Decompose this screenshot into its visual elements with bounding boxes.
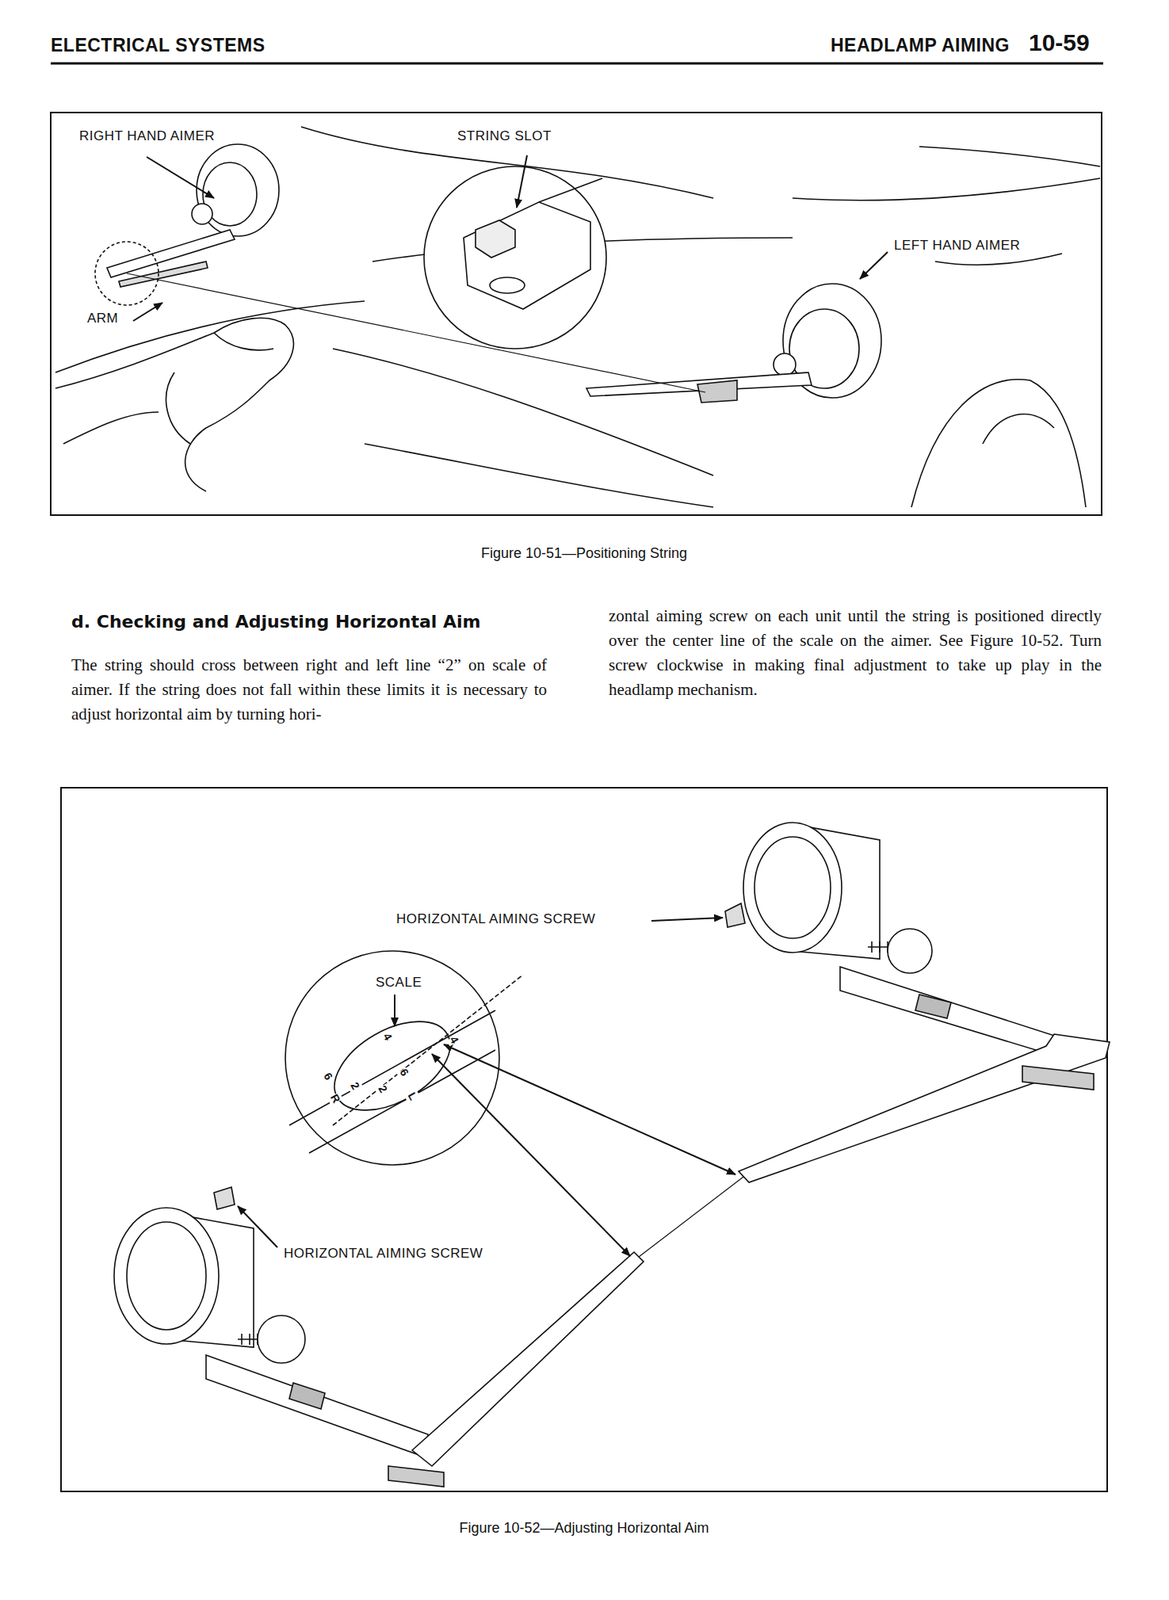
slot-block xyxy=(463,202,591,310)
aimer-face xyxy=(743,822,842,953)
running-head: ELECTRICAL SYSTEMS xyxy=(50,34,266,58)
part-label: HORIZONTAL AIMING SCREW xyxy=(394,911,597,928)
aimer-plate xyxy=(289,1382,325,1410)
aimer-screw-tab xyxy=(213,1187,235,1210)
figure-caption: Figure 10-51—Positioning String xyxy=(267,545,902,563)
string xyxy=(638,1176,744,1257)
aimer-face-inner xyxy=(754,836,831,939)
hand xyxy=(55,317,294,492)
lower-aimer xyxy=(114,1187,644,1487)
leader xyxy=(393,994,396,1027)
body-text: The string should cross between right an… xyxy=(71,653,547,727)
leader xyxy=(133,302,163,321)
leader xyxy=(859,252,888,279)
leader xyxy=(146,156,214,199)
right-hand-aimer xyxy=(95,144,279,306)
aimer-knob xyxy=(191,203,213,225)
aimer-arm xyxy=(412,1252,644,1467)
aimer-face xyxy=(114,1207,219,1345)
aimer-plate xyxy=(915,994,952,1019)
aimer-base xyxy=(840,966,1063,1059)
aimer-screw-tab xyxy=(725,903,745,928)
upper-aimer xyxy=(725,822,1110,1183)
string-slot-inset xyxy=(424,166,607,349)
pointer-arrow xyxy=(443,1044,736,1175)
figure-10-52 xyxy=(61,787,1110,1492)
aimer-knob xyxy=(773,353,796,376)
inset-circle xyxy=(424,166,607,349)
figure-frame xyxy=(50,112,1102,516)
aimer-knob xyxy=(257,1315,306,1364)
body-text: zontal aiming screw on each unit until t… xyxy=(608,603,1102,703)
aimer-arm xyxy=(738,1034,1110,1183)
slot-hole xyxy=(489,277,525,294)
part-label: SCALE xyxy=(374,974,424,991)
leader xyxy=(237,1206,278,1248)
part-label: LEFT HAND AIMER xyxy=(892,237,1022,254)
inset-string xyxy=(332,974,524,1126)
part-label: RIGHT HAND AIMER xyxy=(77,128,217,145)
aimer-foot xyxy=(388,1466,444,1487)
figure-frame xyxy=(61,787,1108,1492)
leader xyxy=(651,917,723,921)
leader xyxy=(516,155,528,208)
pointer-arrow xyxy=(431,1054,631,1257)
left-hand-aimer xyxy=(586,283,882,403)
figure-10-51 xyxy=(50,112,1102,516)
car-body-lines xyxy=(55,126,1101,508)
scale-inset xyxy=(285,951,524,1166)
part-label: STRING SLOT xyxy=(455,128,554,145)
part-label: HORIZONTAL AIMING SCREW xyxy=(282,1245,485,1262)
running-head: HEADLAMP AIMING xyxy=(830,34,1010,58)
aimer-foot xyxy=(1022,1065,1094,1090)
section-heading: d. Checking and Adjusting Horizontal Aim xyxy=(71,611,481,633)
slot-bolt xyxy=(475,220,516,258)
header-rule xyxy=(50,62,1104,65)
aimer-face-inner xyxy=(126,1222,207,1330)
inset-circle xyxy=(285,951,500,1166)
inset-arm-edge xyxy=(289,1010,496,1126)
aimer-base xyxy=(206,1355,428,1459)
figure-caption: Figure 10-52—Adjusting Horizontal Aim xyxy=(267,1520,902,1538)
slot-line xyxy=(538,178,603,203)
page-number: 10-59 xyxy=(1028,28,1090,58)
part-label: ARM xyxy=(85,310,120,327)
aimer-knob xyxy=(887,928,933,974)
